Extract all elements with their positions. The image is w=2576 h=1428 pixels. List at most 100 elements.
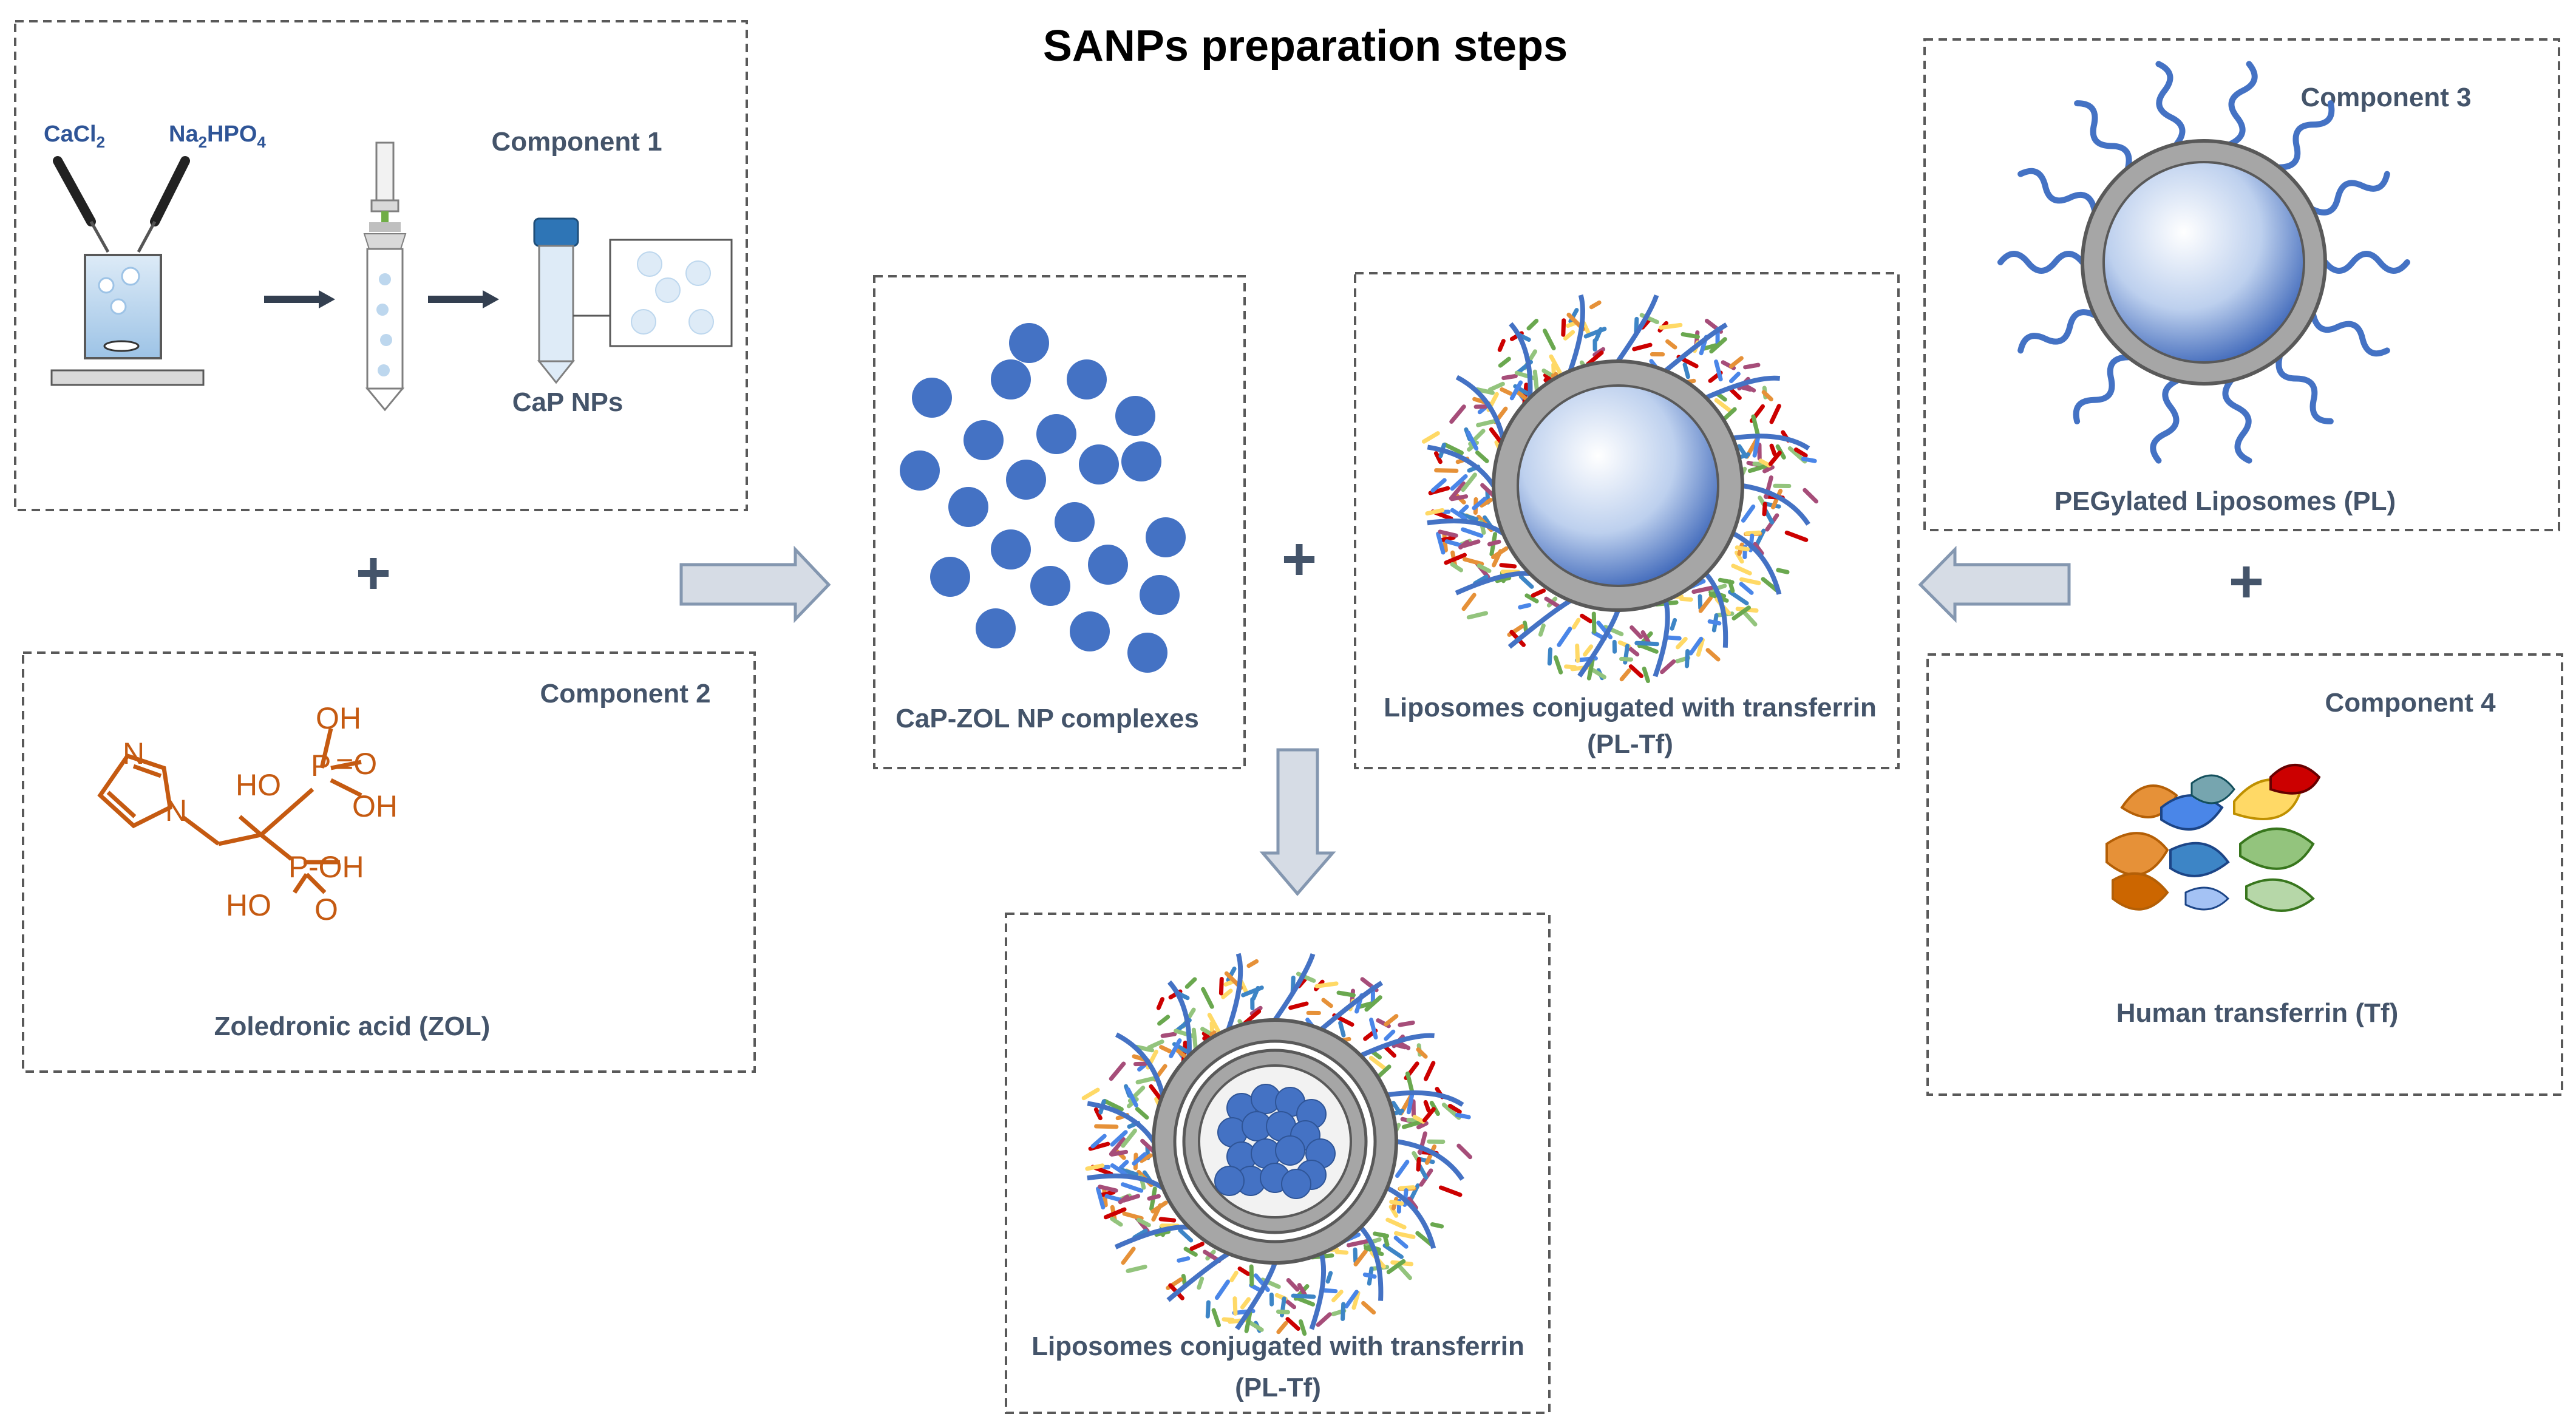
transferrin-fragment [1681, 332, 1700, 339]
transferrin-fragment [1110, 1149, 1129, 1157]
transferrin-fragment [1244, 1311, 1252, 1333]
transferrin-fragment [1136, 1217, 1151, 1228]
final-product-panel: Liposomes conjugated with transferrin (P… [1005, 913, 1551, 1414]
peg-linker [1273, 953, 1316, 1022]
transferrin-fragment [1110, 1216, 1123, 1227]
peg-linker [1226, 953, 1243, 1030]
transferrin-fragment [1753, 542, 1764, 556]
peg-chain [2310, 311, 2390, 357]
transferrin-fragment [1449, 404, 1466, 424]
transferrin-fragment [1160, 1032, 1177, 1038]
transferrin-fragment [1762, 501, 1767, 517]
transferrin-fragment [1761, 577, 1779, 593]
cap-zol-particle [1009, 323, 1049, 363]
transferrin-fragment [1316, 1312, 1332, 1327]
transferrin-fragment [1103, 1207, 1127, 1220]
cap-zol-particle [1070, 611, 1110, 651]
transferrin-fragment [1590, 667, 1606, 679]
transferrin-fragment [1094, 1124, 1119, 1129]
transferrin-fragment [1586, 658, 1595, 681]
cap-zol-particle [1088, 545, 1128, 585]
transferrin-fragment [1438, 1185, 1463, 1197]
transferrin-fragment [1405, 1071, 1415, 1094]
transferrin-fragment [1201, 987, 1214, 1009]
transferrin-fragment [1175, 1048, 1187, 1058]
transferrin-fragment [1491, 546, 1509, 560]
transferrin-fragment [1416, 1047, 1428, 1059]
transferrin-fragment [1401, 1120, 1423, 1129]
transferrin-fragment [1444, 552, 1467, 565]
transferrin-fragment [1126, 1264, 1147, 1273]
atom-p-bottom: P [288, 850, 308, 884]
transferrin-fragment [1518, 603, 1532, 610]
transferrin-fragment [1479, 498, 1493, 508]
transferrin-fragment [1477, 563, 1492, 573]
transferrin-fragment [1320, 1288, 1338, 1294]
transferrin-fragment [1408, 1183, 1420, 1203]
peg-linker [1166, 1251, 1230, 1302]
transferrin-fragment [1547, 647, 1553, 666]
peg-chain [2155, 61, 2186, 148]
transferrin-fragment [1156, 997, 1165, 1010]
transferrin-fragment [1135, 1076, 1157, 1084]
transferrin-fragment [1659, 322, 1683, 330]
cap-zol-particle [1146, 517, 1186, 557]
component-4-caption: Human transferrin (Tf) [2116, 998, 2398, 1028]
peg-linker [1427, 444, 1496, 488]
transferrin-fragment [1412, 1115, 1426, 1124]
cap-zol-particle [900, 450, 940, 491]
peg-linker [1664, 322, 1728, 373]
peg-linker [1115, 1032, 1166, 1096]
transferrin-fragment [1526, 318, 1539, 331]
atom-oh-bottom: -OH [308, 850, 364, 884]
transferrin-fragment [1660, 659, 1676, 675]
transferrin-fragment [1675, 636, 1688, 650]
transferrin-fragment [1214, 1279, 1231, 1300]
transferrin-fragment [1475, 387, 1495, 395]
transferrin-fragment [1121, 1128, 1137, 1148]
transferrin-fragment [1382, 1243, 1404, 1259]
transferrin-fragment [1630, 625, 1643, 639]
transferrin-fragment [1743, 362, 1761, 370]
component-1-panel: Component 1 CaCl2 Na2HPO4 [14, 20, 748, 511]
transferrin-fragment [1476, 419, 1497, 427]
peg-chain [2017, 309, 2098, 354]
transferrin-fragment [1120, 1182, 1144, 1193]
transferrin-fragment [1698, 594, 1703, 611]
combine-arrow-left-icon [1918, 545, 2071, 624]
transferrin-fragment [1393, 1231, 1416, 1239]
transferrin-fragment [1571, 617, 1581, 630]
peg-linker [1167, 980, 1192, 1056]
transferrin-fragment [1353, 1249, 1368, 1266]
transferrin-fragment [1423, 1061, 1436, 1081]
combine-arrow-down-icon [1259, 748, 1336, 896]
atom-o-top: =O [336, 747, 377, 781]
transferrin-fragment [1246, 959, 1259, 968]
transferrin-fragment [1640, 630, 1651, 644]
pipette-left-icon [53, 156, 110, 253]
atom-n-ring: N [165, 794, 187, 828]
diagram-title: SANPs preparation steps [1043, 22, 1568, 70]
transferrin-fragment [1639, 644, 1659, 654]
transferrin-fragment [1747, 463, 1769, 474]
cap-zol-particle [963, 420, 1004, 460]
transferrin-fragment [1532, 369, 1540, 395]
transferrin-fragment [1191, 1027, 1198, 1053]
transferrin-fragment [1393, 1236, 1409, 1249]
transferrin-fragment [1415, 1231, 1433, 1246]
transferrin-fragment [1110, 1163, 1127, 1176]
transferrin-fragment [1276, 1309, 1291, 1314]
transferrin-fragment [1362, 1272, 1377, 1279]
peg-linker [1359, 1225, 1384, 1301]
transferrin-fragment [1439, 535, 1456, 543]
transferrin-fragment [1416, 1121, 1429, 1130]
cap-zol-particle [930, 557, 970, 597]
transferrin-fragment [1557, 627, 1572, 647]
transferrin-fragment [1081, 1087, 1100, 1101]
plus-operator-3: + [2229, 548, 2264, 616]
transferrin-fragment [1218, 977, 1224, 996]
transferrin-fragment [1384, 1014, 1399, 1027]
transferrin-fragment [1761, 390, 1773, 402]
syringe-filter-icon [363, 141, 407, 412]
transferrin-fragment [1132, 1152, 1147, 1166]
